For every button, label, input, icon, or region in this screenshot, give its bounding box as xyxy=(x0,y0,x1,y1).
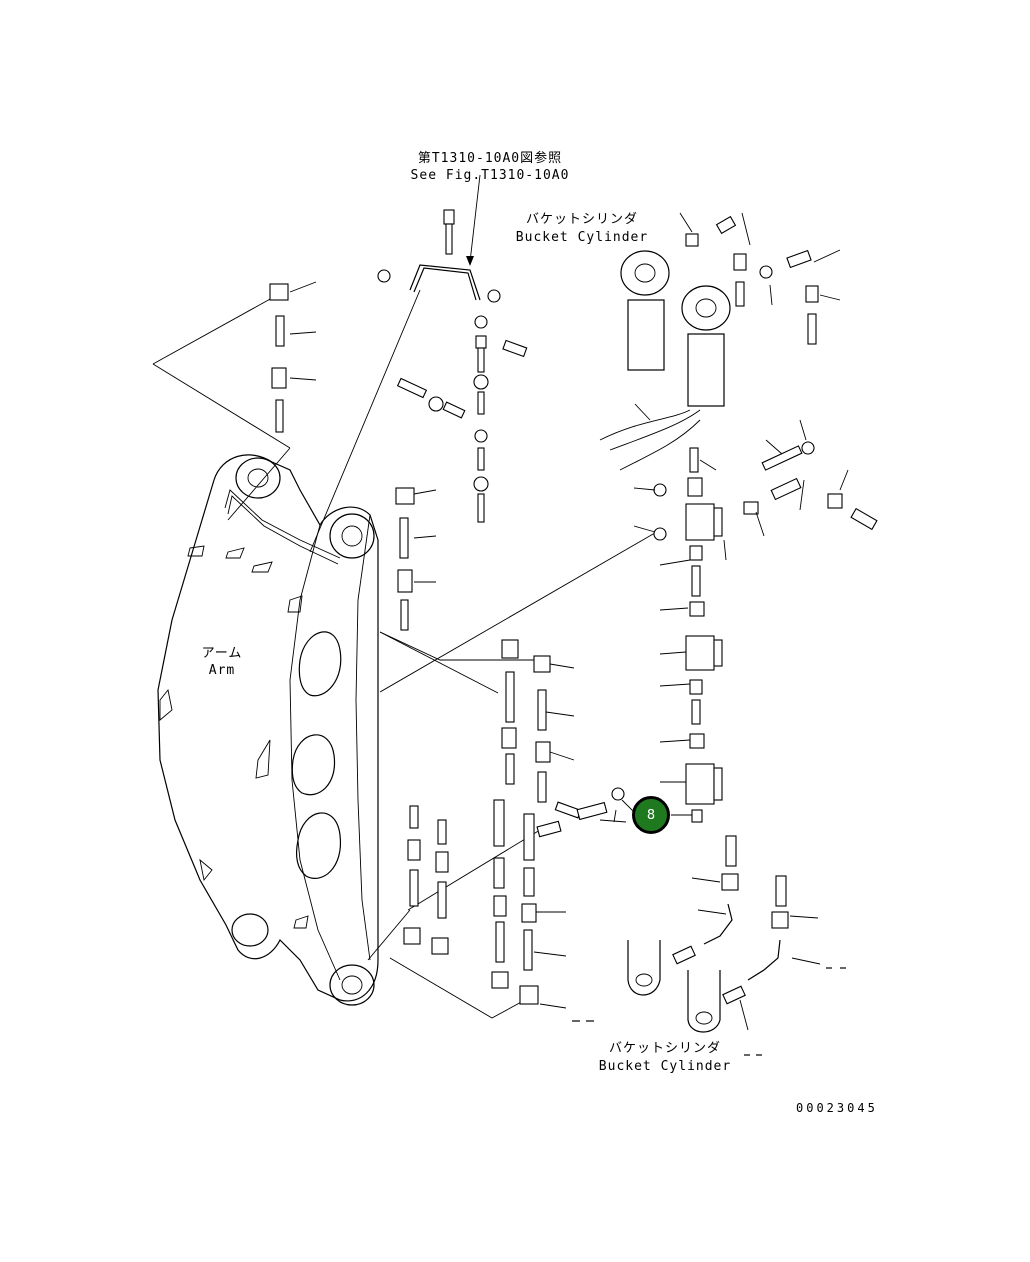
top-tube-assembly xyxy=(377,209,528,523)
bucket-cylinder-top-label-jp: バケットシリンダ xyxy=(525,212,639,227)
bucket-cylinder-top xyxy=(599,250,731,471)
left-fittings xyxy=(269,281,317,433)
central-lower-fittings xyxy=(501,639,692,838)
bucket-cylinder-bottom xyxy=(627,835,846,1056)
right-manifold-stack xyxy=(633,419,878,823)
top-right-fittings xyxy=(679,212,841,345)
bucket-cylinder-top-label-en: Bucket Cylinder xyxy=(515,230,649,245)
middle-fittings xyxy=(395,487,437,631)
bucket-cylinder-bottom-label-jp: バケットシリンダ xyxy=(608,1041,722,1056)
arm-label-jp: アーム xyxy=(201,646,243,661)
arm-label-en: Arm xyxy=(208,663,236,678)
figure-number: 00023045 xyxy=(796,1101,878,1115)
leader-lines xyxy=(152,174,661,1019)
callout-number: 8 xyxy=(646,807,656,823)
reference-label-jp: 第T1310-10A0図参照 xyxy=(417,151,563,166)
reference-label-en: See Fig.T1310-10A0 xyxy=(410,168,570,183)
arm-body xyxy=(157,454,379,1006)
part-callout-8[interactable]: 8 xyxy=(632,796,670,834)
bucket-cylinder-bottom-label-en: Bucket Cylinder xyxy=(598,1059,732,1074)
bottom-left-fittings xyxy=(403,799,594,1022)
